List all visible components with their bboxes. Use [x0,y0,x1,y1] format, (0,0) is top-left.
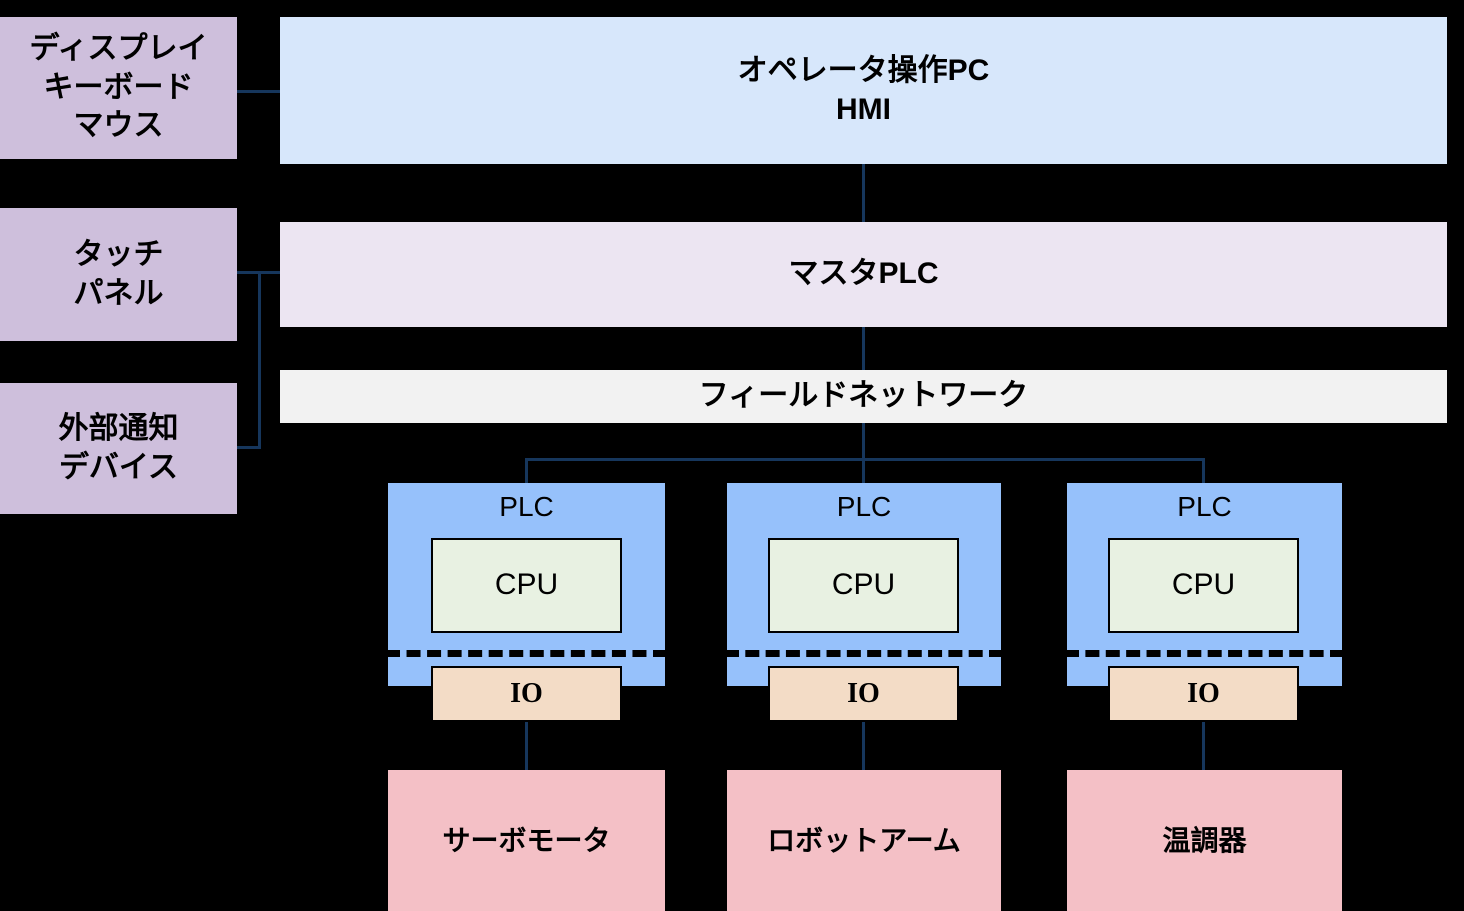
io-box-3: IO [1108,666,1299,722]
connector-master-plc-to-field-network [862,327,865,370]
master-plc-box: マスタPLC [280,222,1447,327]
connector-io-2-to-device-2 [862,722,865,770]
io-box-1: IO [431,666,622,722]
cpu-box-3: CPU [1108,538,1299,633]
connector-hmi-to-master-plc [862,164,865,222]
connector-display-to-hmi [237,90,280,93]
connector-external-device-stub [237,446,261,449]
connector-io-1-to-device-1 [525,722,528,770]
connector-io-3-to-device-3 [1202,722,1205,770]
plc-separator-dashed-2 [725,650,1003,657]
connector-field-network-drop [862,423,865,485]
io-box-2: IO [768,666,959,722]
connector-bus-to-plc-3 [1202,458,1205,485]
connector-bus-to-plc-1 [525,458,528,485]
peripheral-box-display-keyboard-mouse: ディスプレイ キーボード マウス [0,17,237,159]
field-network-box: フィールドネットワーク [280,370,1447,423]
cpu-box-2: CPU [768,538,959,633]
connector-touchpanel-stub [237,271,261,274]
plc-separator-dashed-1 [386,650,667,657]
connector-bus-to-master-plc [258,271,280,274]
device-box-servo-motor: サーボモータ [388,770,665,911]
cpu-box-1: CPU [431,538,622,633]
peripheral-box-external-notification-device: 外部通知 デバイス [0,383,237,514]
plc-separator-dashed-3 [1065,650,1344,657]
device-box-temperature-controller: 温調器 [1067,770,1342,911]
peripheral-box-touch-panel: タッチ パネル [0,208,237,341]
operator-pc-hmi-box: オペレータ操作PC HMI [280,17,1447,164]
device-box-robot-arm: ロボットアーム [727,770,1001,911]
connector-peripheral-vertical-bus [258,271,261,449]
connector-plc-horizontal-bus [525,458,1205,461]
